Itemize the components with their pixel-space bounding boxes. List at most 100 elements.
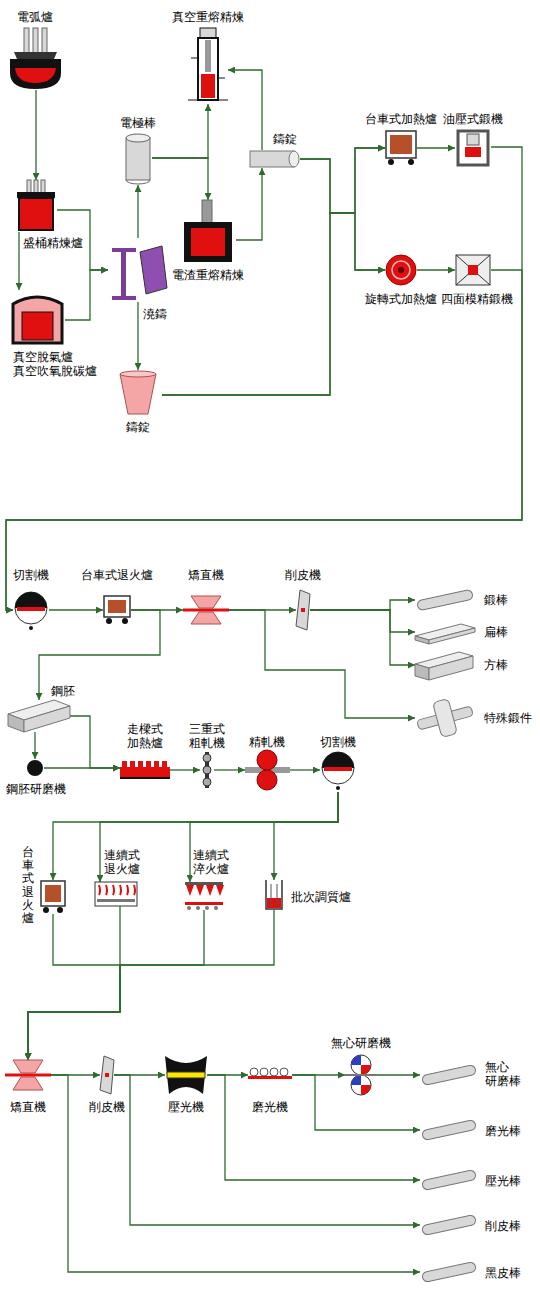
flow-arrow <box>28 906 120 1060</box>
equipment-node: 壓光機 <box>165 1056 207 1094</box>
workpiece <box>17 607 45 611</box>
equipment-icon <box>183 596 229 624</box>
equipment-node: 連續式 退火爐 <box>95 882 137 906</box>
equipment-node: 黑皮棒 <box>420 1262 478 1282</box>
equipment-node: 鋼胚研磨機 <box>26 759 44 777</box>
chamber-pipe <box>188 58 228 100</box>
equipment-label: 鋼胚研磨機 <box>5 782 67 796</box>
roller <box>214 906 218 910</box>
equipment-label: 削皮棒 <box>484 1219 522 1233</box>
equipment-label: 電渣重熔精煉 <box>171 268 245 282</box>
flat-bar-end <box>415 636 429 644</box>
workpiece <box>468 265 478 275</box>
equipment-icon <box>5 1060 51 1090</box>
equipment-icon <box>180 200 236 262</box>
equipment-node: 磨光機 <box>248 1066 292 1084</box>
equipment-icon <box>114 370 162 415</box>
equipment-icon <box>265 880 283 910</box>
ingot-top <box>120 371 156 377</box>
wheel <box>57 907 63 913</box>
equipment-node: 台車式加熱爐 <box>385 130 417 166</box>
workpiece <box>183 609 229 612</box>
furnace-roof <box>14 52 57 59</box>
mill-roll <box>257 770 277 790</box>
equipment-icon <box>15 180 57 232</box>
flow-arrow <box>35 90 36 180</box>
equipment-icon <box>385 254 417 286</box>
equipment-icon <box>455 254 491 286</box>
mill-roll <box>203 778 211 786</box>
equipment-node: 方棒 <box>415 650 475 680</box>
equipment-label: 真空脫氣爐 真空吹氧脫碳爐 <box>12 350 98 378</box>
furnace-shell <box>104 596 130 617</box>
flow-arrow <box>137 302 138 370</box>
equipment-icon <box>40 880 66 914</box>
equipment-node: 三重式 粗軋機 <box>200 752 214 788</box>
flow-arrow <box>18 232 19 290</box>
flow-arrow <box>65 270 108 320</box>
equipment-icon <box>415 620 475 644</box>
equipment-label: 台車式加熱爐 <box>364 112 438 126</box>
flow-arrow <box>310 610 415 665</box>
equipment-node: 旋轉式加熱爐 <box>385 254 417 286</box>
flow-arrow <box>170 769 200 770</box>
roller <box>205 906 209 910</box>
equipment-node: 削皮機 <box>100 1056 114 1094</box>
equipment-node: 電渣重熔精煉 <box>180 200 236 262</box>
equipment-icon <box>200 752 214 788</box>
quench-bath <box>267 898 281 908</box>
furnace-chamber <box>390 135 412 154</box>
heater <box>127 885 128 895</box>
flow-arrow <box>100 792 338 882</box>
equipment-icon <box>13 590 49 630</box>
spray-nozzle <box>186 885 194 896</box>
flat-bar-side <box>429 628 475 644</box>
furnace-shell <box>41 881 65 906</box>
equipment-node: 台車式退火爐 <box>103 595 131 625</box>
wheel-sector <box>351 1055 361 1065</box>
equipment-node: 走樑式 加熱爐 <box>120 757 170 779</box>
polishing-roll <box>270 1068 278 1076</box>
equipment-icon <box>8 700 70 732</box>
square-bar-side <box>429 656 473 680</box>
equipment-icon <box>415 692 475 744</box>
bar-product <box>417 589 474 610</box>
equipment-node: 無心 研磨棒 <box>420 1065 478 1085</box>
workpiece <box>324 767 352 771</box>
burner <box>154 761 159 767</box>
equipment-node: 特殊鍛件 <box>415 692 475 744</box>
furnace-ring <box>386 255 416 285</box>
forging-collar <box>433 699 458 738</box>
forge-hammer <box>456 255 490 285</box>
workpiece <box>167 1072 205 1078</box>
press-frame <box>458 131 488 165</box>
flow-arrow <box>6 147 522 610</box>
flow-arrow <box>228 70 262 150</box>
grinding-wheel <box>351 1075 371 1095</box>
flow-arrow <box>34 732 35 759</box>
roller <box>13 1077 43 1090</box>
mill-roll <box>203 754 211 762</box>
equipment-node: 磨光棒 <box>420 1120 478 1140</box>
equipment-node: 連續式 淬火爐 <box>185 882 223 910</box>
grinding-wheel <box>27 760 43 776</box>
wheel-sector <box>361 1085 371 1095</box>
equipment-label: 切割機 <box>12 568 50 582</box>
equipment-icon <box>296 590 310 630</box>
furnace-hub <box>398 267 404 273</box>
equipment-icon <box>420 1215 478 1235</box>
equipment-label: 台車式退火爐 <box>21 846 35 925</box>
walking-beam <box>120 777 170 779</box>
press-roll <box>165 1056 207 1094</box>
burner <box>130 761 135 767</box>
equipment-icon <box>420 1120 478 1140</box>
mill-roll <box>257 750 277 770</box>
roller <box>13 1060 43 1073</box>
wheel <box>106 618 112 624</box>
wheel <box>122 618 128 624</box>
spray-nozzle <box>206 885 214 896</box>
equipment-icon <box>26 759 44 777</box>
equipment-label: 電極棒 <box>119 116 157 130</box>
saw-guard <box>322 752 354 768</box>
flow-arrow <box>162 148 385 395</box>
